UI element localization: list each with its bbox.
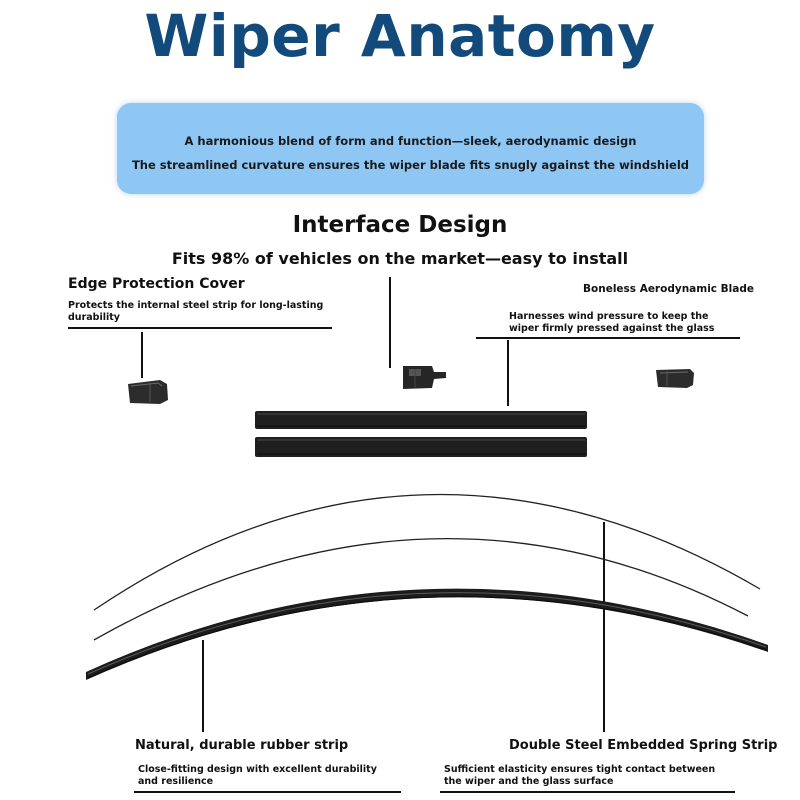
rubber-strip-title: Natural, durable rubber strip	[135, 738, 349, 753]
edge-cover-cap-right	[656, 369, 694, 388]
edge-cover-desc: Protects the internal steel strip for lo…	[68, 300, 324, 323]
rubber-strip-curved	[86, 588, 768, 680]
section-subheading: Fits 98% of vehicles on the market—easy …	[171, 249, 629, 268]
spring-strip-desc: Sufficient elasticity ensures tight cont…	[444, 764, 716, 787]
intro-banner: A harmonious blend of form and function—…	[117, 103, 704, 194]
boneless-blade-desc: Harnesses wind pressure to keep the wipe…	[509, 311, 715, 334]
banner-line-1: A harmonious blend of form and function—…	[184, 134, 637, 148]
section-heading: Interface Design	[292, 212, 508, 238]
steel-spring-strip-lower	[93, 538, 749, 641]
spring-strip-rule	[440, 791, 735, 793]
steel-spring-strip-upper	[93, 493, 761, 611]
edge-cover-cap-left	[128, 380, 168, 404]
edge-cover-rule	[68, 327, 332, 329]
spring-strip-title: Double Steel Embedded Spring Strip	[509, 738, 778, 753]
boneless-blade-strip-top	[255, 411, 587, 429]
banner-line-2: The streamlined curvature ensures the wi…	[131, 158, 690, 172]
rubber-strip-rule	[134, 791, 401, 793]
connector-adapter	[403, 366, 446, 389]
boneless-blade-title: Boneless Aerodynamic Blade	[583, 283, 754, 295]
rubber-strip-desc: Close-fitting design with excellent dura…	[138, 764, 377, 787]
page-title: Wiper Anatomy	[144, 2, 656, 70]
edge-cover-title: Edge Protection Cover	[68, 276, 245, 292]
boneless-blade-rule	[476, 337, 740, 339]
boneless-blade-strip-bottom	[255, 437, 587, 457]
